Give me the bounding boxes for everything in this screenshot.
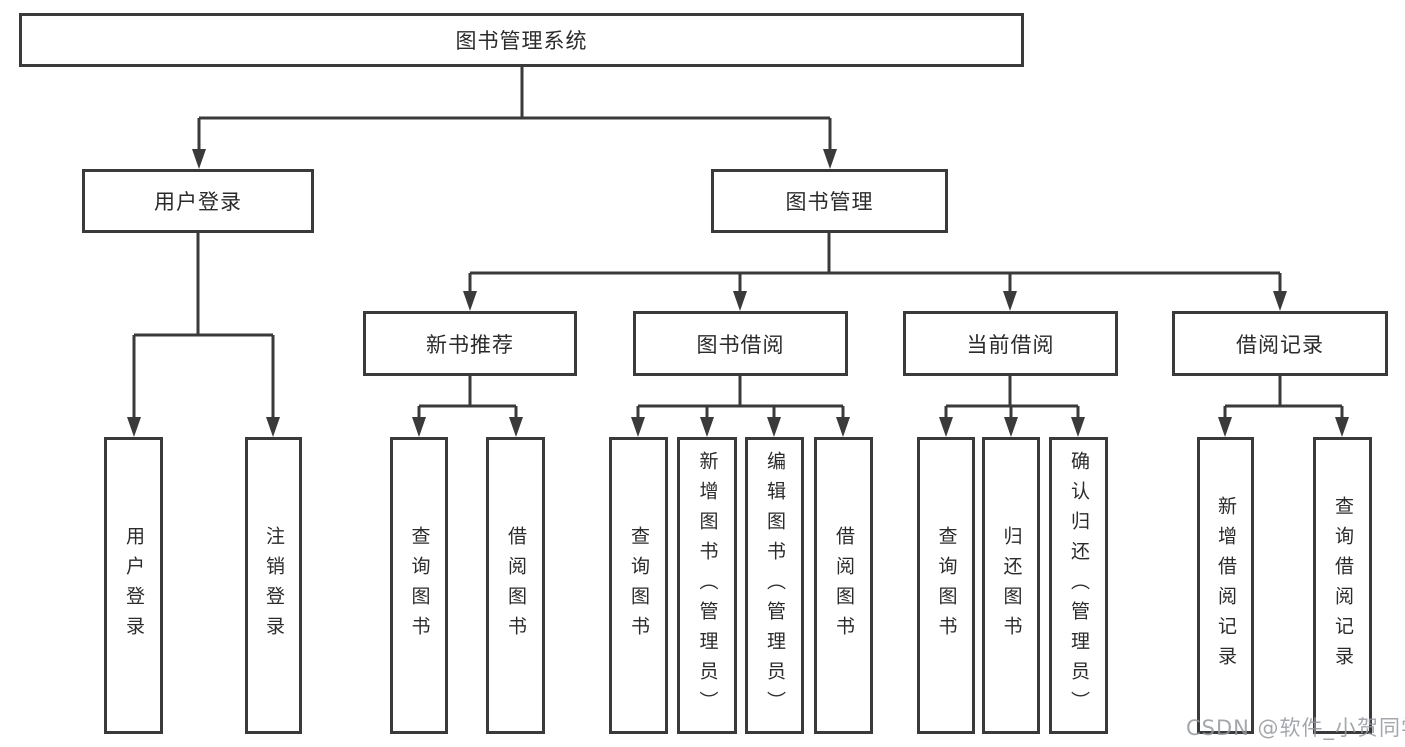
leaf-query-books-current: 查询图书 bbox=[917, 437, 975, 734]
leaf-user-login-label: 用户登录 bbox=[123, 525, 145, 646]
leaf-add-books-admin: 新增图书（管理员） bbox=[677, 437, 737, 734]
leaf-query-books-borrowing: 查询图书 bbox=[609, 437, 668, 734]
node-book-management-label: 图书管理 bbox=[785, 190, 874, 214]
node-book-management: 图书管理 bbox=[711, 169, 948, 233]
leaf-query-books-current-label: 查询图书 bbox=[935, 525, 958, 646]
leaf-logout-label: 注销登录 bbox=[263, 525, 285, 646]
node-new-book-recommend-label: 新书推荐 bbox=[426, 332, 514, 357]
leaf-borrow-books-borrowing-label: 借阅图书 bbox=[833, 525, 855, 646]
node-borrowing-records: 借阅记录 bbox=[1172, 311, 1388, 376]
node-book-borrowing: 图书借阅 bbox=[633, 311, 848, 376]
root-node-library-system: 图书管理系统 bbox=[19, 13, 1024, 67]
leaf-add-borrow-record-label: 新增借阅记录 bbox=[1215, 495, 1237, 676]
node-user-login: 用户登录 bbox=[82, 169, 314, 233]
leaf-borrow-books-recommend-label: 借阅图书 bbox=[505, 525, 527, 646]
leaf-add-books-admin-label: 新增图书（管理员） bbox=[696, 450, 719, 721]
node-current-borrowing-label: 当前借阅 bbox=[966, 332, 1055, 357]
leaf-add-borrow-record: 新增借阅记录 bbox=[1197, 437, 1254, 734]
node-new-book-recommend: 新书推荐 bbox=[363, 311, 577, 376]
leaf-logout: 注销登录 bbox=[245, 437, 302, 734]
leaf-edit-books-admin-label: 编辑图书（管理员） bbox=[764, 450, 786, 721]
node-book-borrowing-label: 图书借阅 bbox=[696, 332, 785, 357]
leaf-query-books-recommend-label: 查询图书 bbox=[408, 525, 431, 646]
leaf-query-books-recommend: 查询图书 bbox=[390, 437, 448, 734]
node-current-borrowing: 当前借阅 bbox=[903, 311, 1118, 376]
leaf-return-books: 归还图书 bbox=[982, 437, 1040, 734]
root-node-label: 图书管理系统 bbox=[455, 29, 588, 53]
leaf-query-books-borrowing-label: 查询图书 bbox=[628, 525, 650, 646]
node-borrowing-records-label: 借阅记录 bbox=[1236, 332, 1324, 357]
leaf-return-books-label: 归还图书 bbox=[1000, 525, 1023, 646]
node-user-login-label: 用户登录 bbox=[154, 190, 242, 214]
csdn-watermark: CSDN @软件_小贺同学 bbox=[1186, 716, 1405, 740]
leaf-user-login: 用户登录 bbox=[104, 437, 163, 734]
leaf-edit-books-admin: 编辑图书（管理员） bbox=[745, 437, 804, 734]
leaf-query-borrow-record: 查询借阅记录 bbox=[1313, 437, 1372, 734]
leaf-confirm-return-admin-label: 确认归还（管理员） bbox=[1068, 450, 1090, 721]
leaf-borrow-books-recommend: 借阅图书 bbox=[486, 437, 545, 734]
leaf-borrow-books-borrowing: 借阅图书 bbox=[814, 437, 873, 734]
leaf-query-borrow-record-label: 查询借阅记录 bbox=[1332, 495, 1354, 676]
leaf-confirm-return-admin: 确认归还（管理员） bbox=[1049, 437, 1108, 734]
